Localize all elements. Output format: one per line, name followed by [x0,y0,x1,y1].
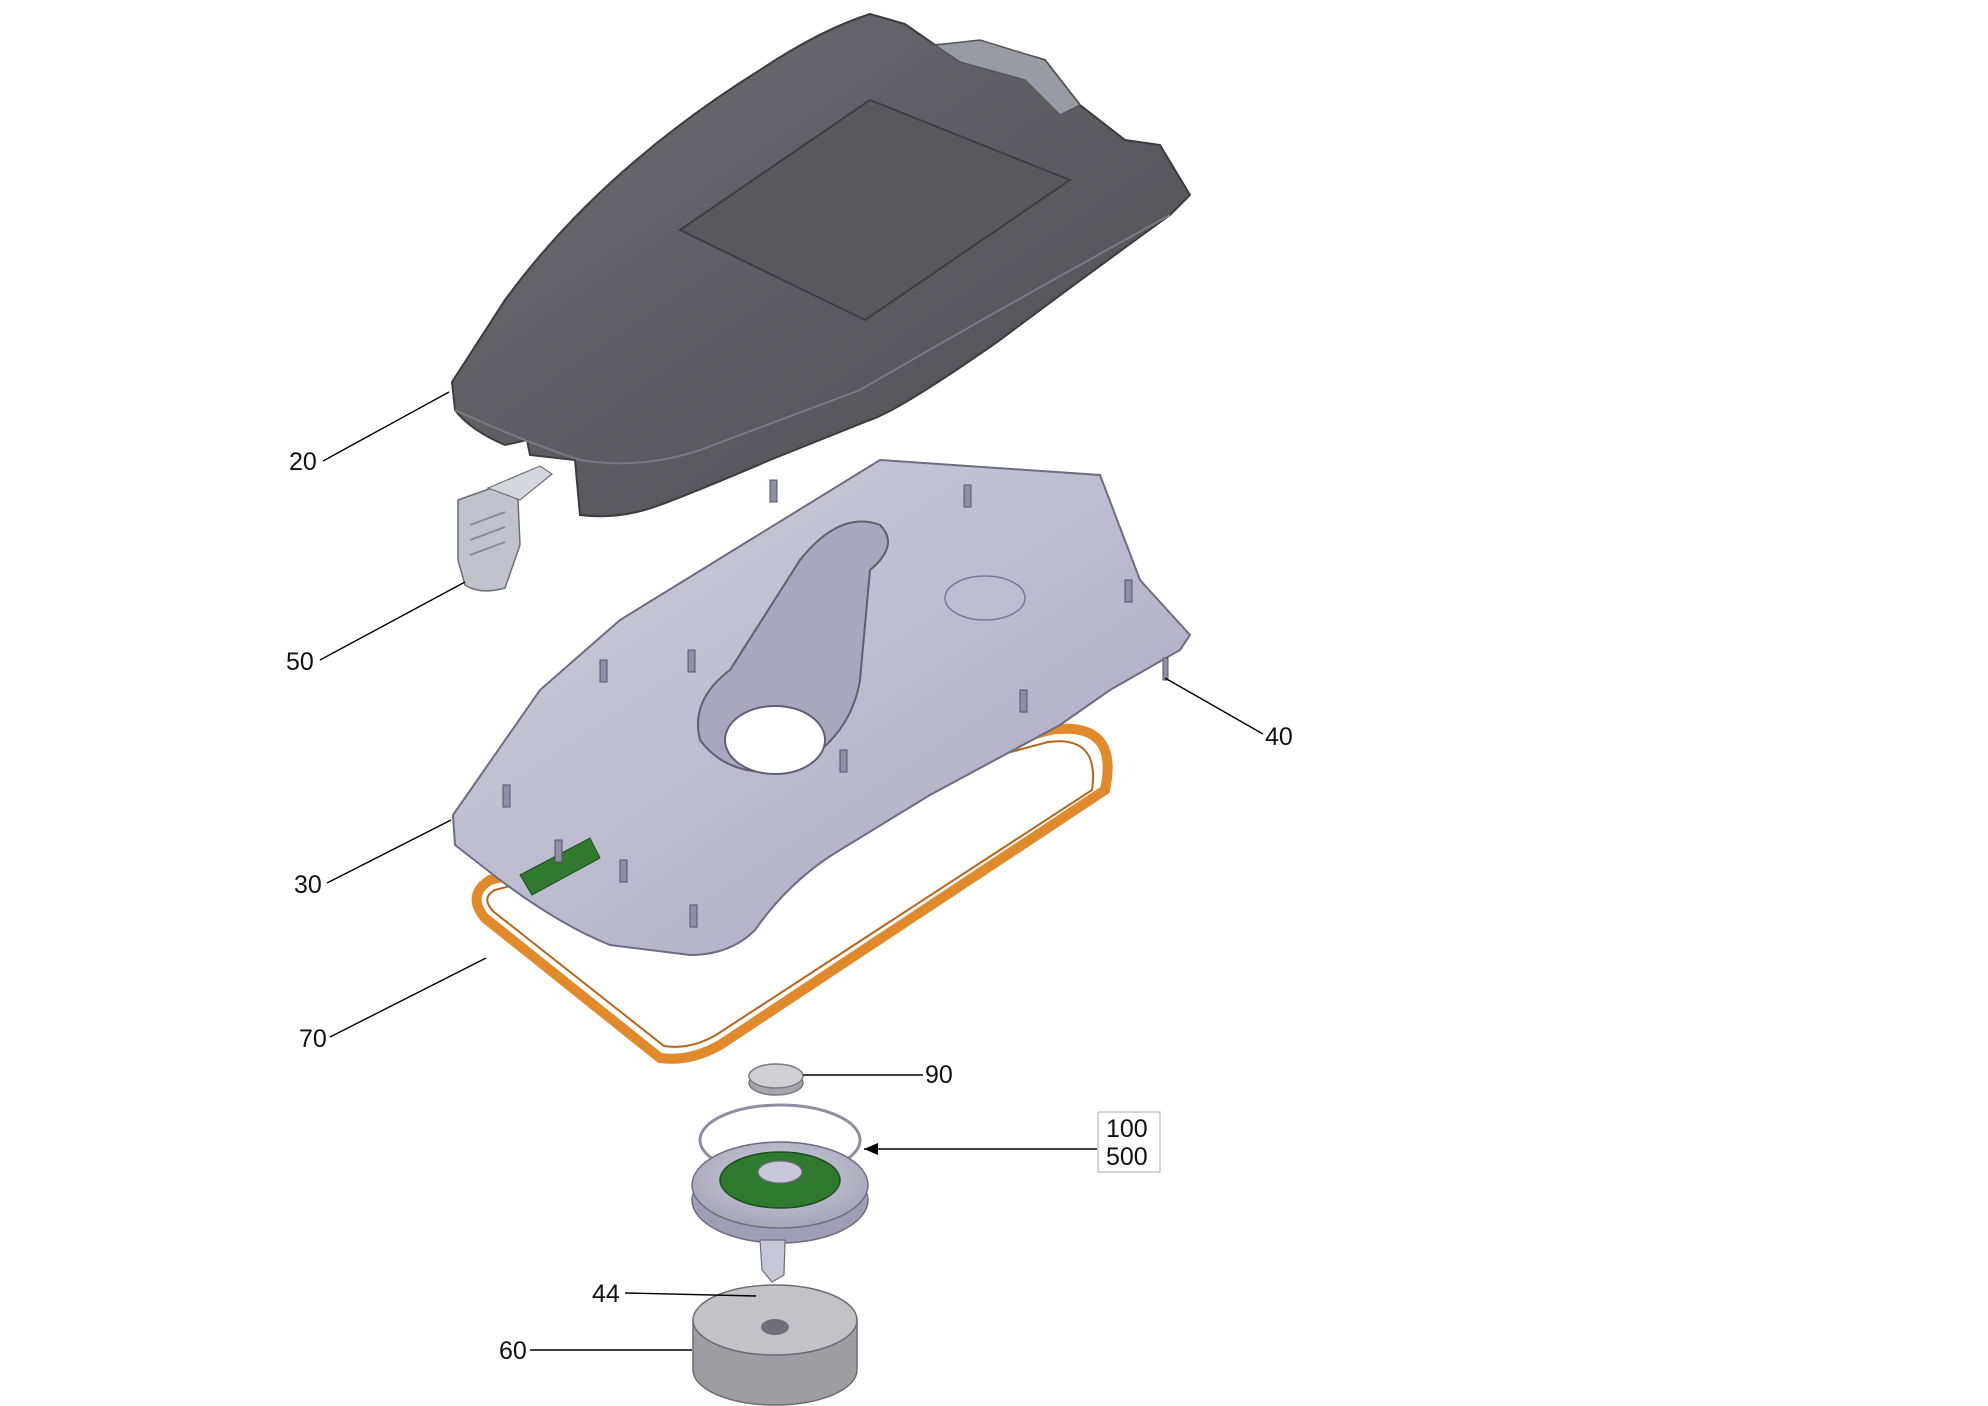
gasket-ring-outer [471,723,1113,1064]
callout-box-100-500 [1097,1111,1161,1173]
disc-part [748,1063,804,1096]
base-plate-posts [502,479,1133,928]
label-50: 50 [286,648,314,676]
screw-part [1162,657,1169,681]
label-90: 90 [925,1061,953,1089]
clip-body [457,484,521,592]
label-70: 70 [299,1025,327,1053]
base-plate-pcb [519,837,601,896]
gasket-part [471,723,1113,1064]
label-500: 500 [1106,1143,1148,1171]
cover-front-ridge [454,214,1171,465]
foot-part [692,1284,858,1406]
base-plate-boss [944,575,1026,621]
leader-70 [329,957,487,1038]
label-60: 60 [499,1337,527,1365]
base-plate-tongue [697,520,889,773]
clip-part [457,465,554,592]
leader-50 [319,581,466,661]
base-plate-hole [724,705,826,775]
leader-lines [319,391,1264,1351]
clip-tab [486,465,554,501]
label-40: 40 [1265,723,1293,751]
gasket-ring-inner [486,740,1094,1048]
leader-30 [326,819,452,884]
cover-window [678,98,1073,322]
sensor-assembly-part [691,1103,869,1283]
leader-100-arrow [864,1143,878,1155]
label-44: 44 [592,1280,620,1308]
cover-part [450,12,1192,518]
leader-20 [322,391,450,462]
label-100: 100 [1106,1115,1148,1143]
label-20: 20 [289,448,317,476]
leader-40 [1164,677,1264,735]
label-30: 30 [294,871,322,899]
part-labels: 20 50 40 30 70 90 100 500 44 60 [286,448,1293,1365]
leader-44 [624,1292,757,1297]
base-plate-part [451,458,1192,957]
cover-handle [932,39,1082,116]
